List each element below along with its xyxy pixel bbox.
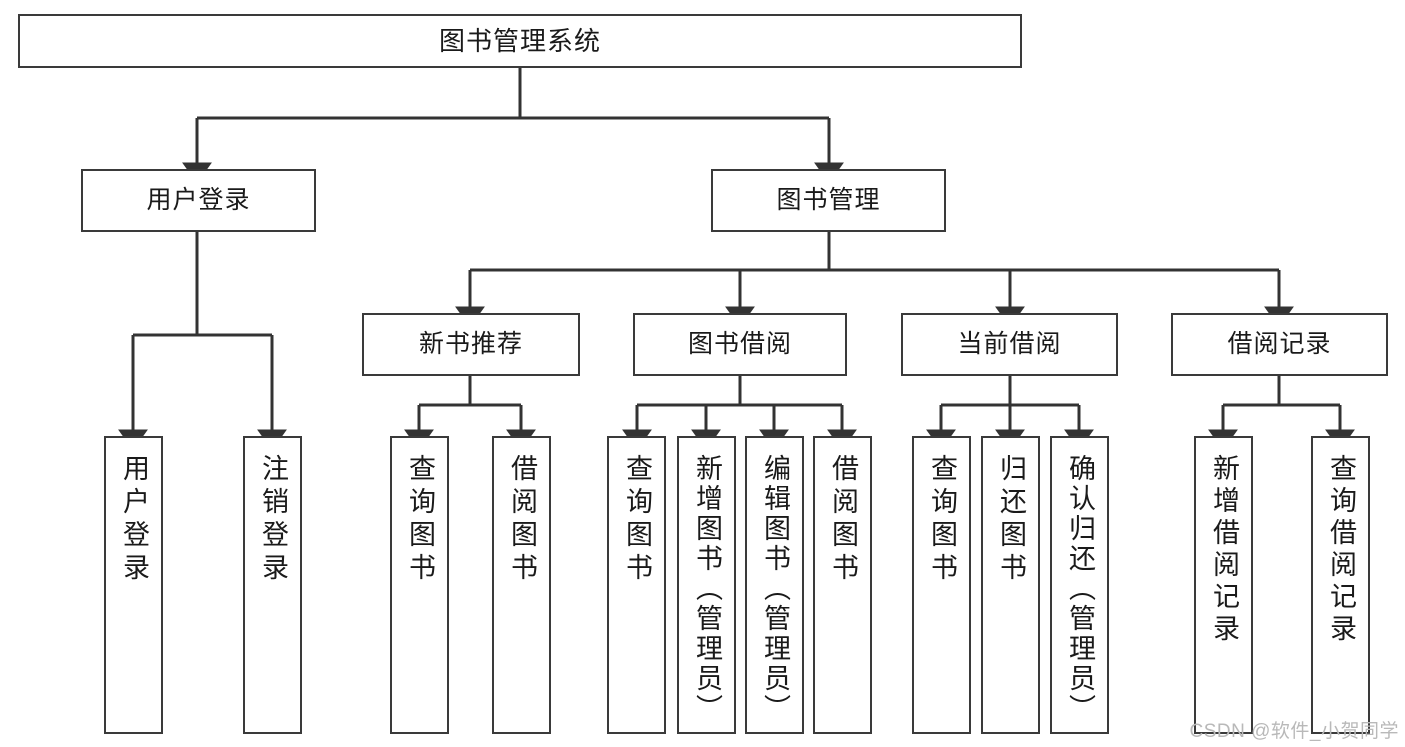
node-label: 用户登录 xyxy=(146,185,251,214)
node-label: 图书借阅 xyxy=(687,329,792,358)
leaf-confirm-return-admin[interactable]: 确认归还（管理员） xyxy=(1050,436,1109,734)
node-label: 图书管理系统 xyxy=(438,25,601,56)
node-label: 查询图书 xyxy=(405,454,435,586)
leaf-add-book-admin[interactable]: 新增图书（管理员） xyxy=(677,436,736,734)
leaf-return-book[interactable]: 归还图书 xyxy=(981,436,1040,734)
node-label: 新书推荐 xyxy=(418,329,523,358)
node-label: 确认归还（管理员） xyxy=(1065,454,1095,724)
node-label: 查询图书 xyxy=(622,454,652,586)
node-root-system[interactable]: 图书管理系统 xyxy=(18,14,1022,68)
node-user-login[interactable]: 用户登录 xyxy=(81,169,316,232)
node-label: 借阅图书 xyxy=(507,454,537,586)
leaf-borrow-book-borrow[interactable]: 借阅图书 xyxy=(813,436,872,734)
leaf-query-book-current[interactable]: 查询图书 xyxy=(912,436,971,734)
node-label: 查询图书 xyxy=(927,454,957,586)
leaf-add-borrow-record[interactable]: 新增借阅记录 xyxy=(1194,436,1253,734)
leaf-edit-book-admin[interactable]: 编辑图书（管理员） xyxy=(745,436,804,734)
node-label: 用户登录 xyxy=(119,454,149,586)
node-label: 借阅图书 xyxy=(828,454,858,586)
node-book-borrow[interactable]: 图书借阅 xyxy=(633,313,847,376)
leaf-query-borrow-record[interactable]: 查询借阅记录 xyxy=(1311,436,1370,734)
node-label: 编辑图书（管理员） xyxy=(760,454,790,724)
node-book-manage[interactable]: 图书管理 xyxy=(711,169,946,232)
leaf-query-book-recommend[interactable]: 查询图书 xyxy=(390,436,449,734)
node-current-borrow[interactable]: 当前借阅 xyxy=(901,313,1118,376)
leaf-user-login[interactable]: 用户登录 xyxy=(104,436,163,734)
node-label: 借阅记录 xyxy=(1227,329,1332,358)
node-label: 当前借阅 xyxy=(957,329,1062,358)
node-label: 新增图书（管理员） xyxy=(692,454,722,724)
leaf-logout[interactable]: 注销登录 xyxy=(243,436,302,734)
node-new-book-recommend[interactable]: 新书推荐 xyxy=(362,313,580,376)
csdn-watermark: CSDN @软件_小贺同学 xyxy=(1189,721,1399,742)
node-label: 新增借阅记录 xyxy=(1209,454,1239,646)
node-label: 查询借阅记录 xyxy=(1326,454,1356,646)
node-borrow-record[interactable]: 借阅记录 xyxy=(1171,313,1388,376)
leaf-query-book-borrow[interactable]: 查询图书 xyxy=(607,436,666,734)
node-label: 归还图书 xyxy=(996,454,1026,586)
leaf-borrow-book-recommend[interactable]: 借阅图书 xyxy=(492,436,551,734)
node-label: 注销登录 xyxy=(258,454,288,586)
node-label: 图书管理 xyxy=(776,185,881,214)
